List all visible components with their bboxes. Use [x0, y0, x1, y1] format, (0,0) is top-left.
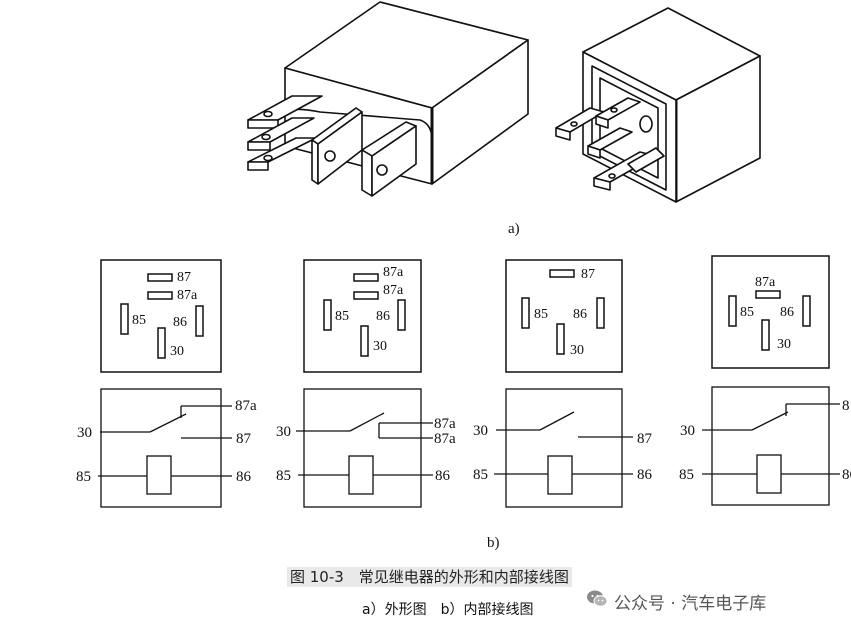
relay-3d-right: [555, 7, 761, 203]
terminal-30: 30: [473, 423, 488, 439]
figure-caption: 图 10-3 常见继电器的外形和内部接线图: [287, 567, 572, 587]
wechat-icon: [586, 589, 608, 614]
relay-face-3: [505, 259, 623, 373]
terminal-86: 86: [637, 467, 653, 483]
label-b: b): [487, 535, 500, 551]
pin-86: 86: [780, 305, 794, 320]
figure-subcaption: a）外形图 b）内部接线图: [362, 602, 534, 618]
terminal-86: 86: [236, 469, 252, 485]
label-a: a): [508, 221, 520, 237]
relay-face-4: [711, 255, 830, 369]
terminal-30: 30: [680, 423, 695, 439]
relay-face-2-labels: 87a 87a 85 86 30: [335, 265, 404, 354]
pin-87: 87: [177, 270, 191, 285]
relay-circuit-4-labels: 30 8 85 86: [679, 398, 851, 483]
pin-87: 87: [581, 267, 595, 282]
terminal-87: 87: [637, 431, 653, 447]
relay-circuit-2-labels: 30 87a 87a 85 86: [276, 416, 456, 484]
terminal-85: 85: [276, 468, 291, 484]
pin-85: 85: [740, 305, 754, 320]
relay-face-3-labels: 87 85 86 30: [534, 267, 595, 358]
terminal-85: 85: [473, 467, 488, 483]
pin-86: 86: [376, 309, 390, 324]
terminal-87a: 87a: [235, 398, 257, 414]
pin-86: 86: [173, 315, 187, 330]
relay-circuit-1-labels: 30 87a 87 85 86: [76, 398, 257, 485]
pin-87a: 87a: [383, 265, 404, 280]
relay-face-4-labels: 87a 85 86 30: [740, 275, 794, 352]
relay-circuit-4: [702, 386, 840, 506]
terminal-30: 30: [276, 424, 291, 440]
pin-85: 85: [335, 309, 349, 324]
watermark-text: 公众号 · 汽车电子库: [614, 593, 767, 614]
relay-face-2: [303, 259, 422, 373]
relay-circuit-1: [98, 388, 232, 508]
terminal-86: 86: [435, 468, 451, 484]
terminal-86: 86: [842, 467, 851, 483]
relay-face-1: [100, 259, 222, 373]
terminal-8: 8: [842, 398, 850, 414]
pin-87a: 87a: [177, 288, 198, 303]
relay-face-1-labels: 87 87a 85 86 30: [132, 270, 198, 359]
terminal-87: 87: [236, 431, 252, 447]
pin-30: 30: [373, 339, 387, 354]
watermark: 公众号 · 汽车电子库: [586, 589, 767, 614]
pin-30: 30: [170, 344, 184, 359]
relay-circuit-3-labels: 30 87 85 86: [473, 423, 653, 483]
terminal-87a: 87a: [434, 416, 456, 432]
pin-85: 85: [534, 307, 548, 322]
pin-86: 86: [573, 307, 587, 322]
relay-circuit-3: [494, 388, 633, 508]
pin-87a: 87a: [755, 275, 776, 290]
relay-circuit-2: [296, 388, 433, 508]
pin-85: 85: [132, 313, 146, 328]
terminal-85: 85: [76, 469, 91, 485]
terminal-85: 85: [679, 467, 694, 483]
pin-30: 30: [570, 343, 584, 358]
terminal-30: 30: [77, 425, 92, 441]
terminal-87a: 87a: [434, 431, 456, 447]
relay-3d-left: [247, 1, 529, 197]
pin-87a: 87a: [383, 283, 404, 298]
pin-30: 30: [777, 337, 791, 352]
